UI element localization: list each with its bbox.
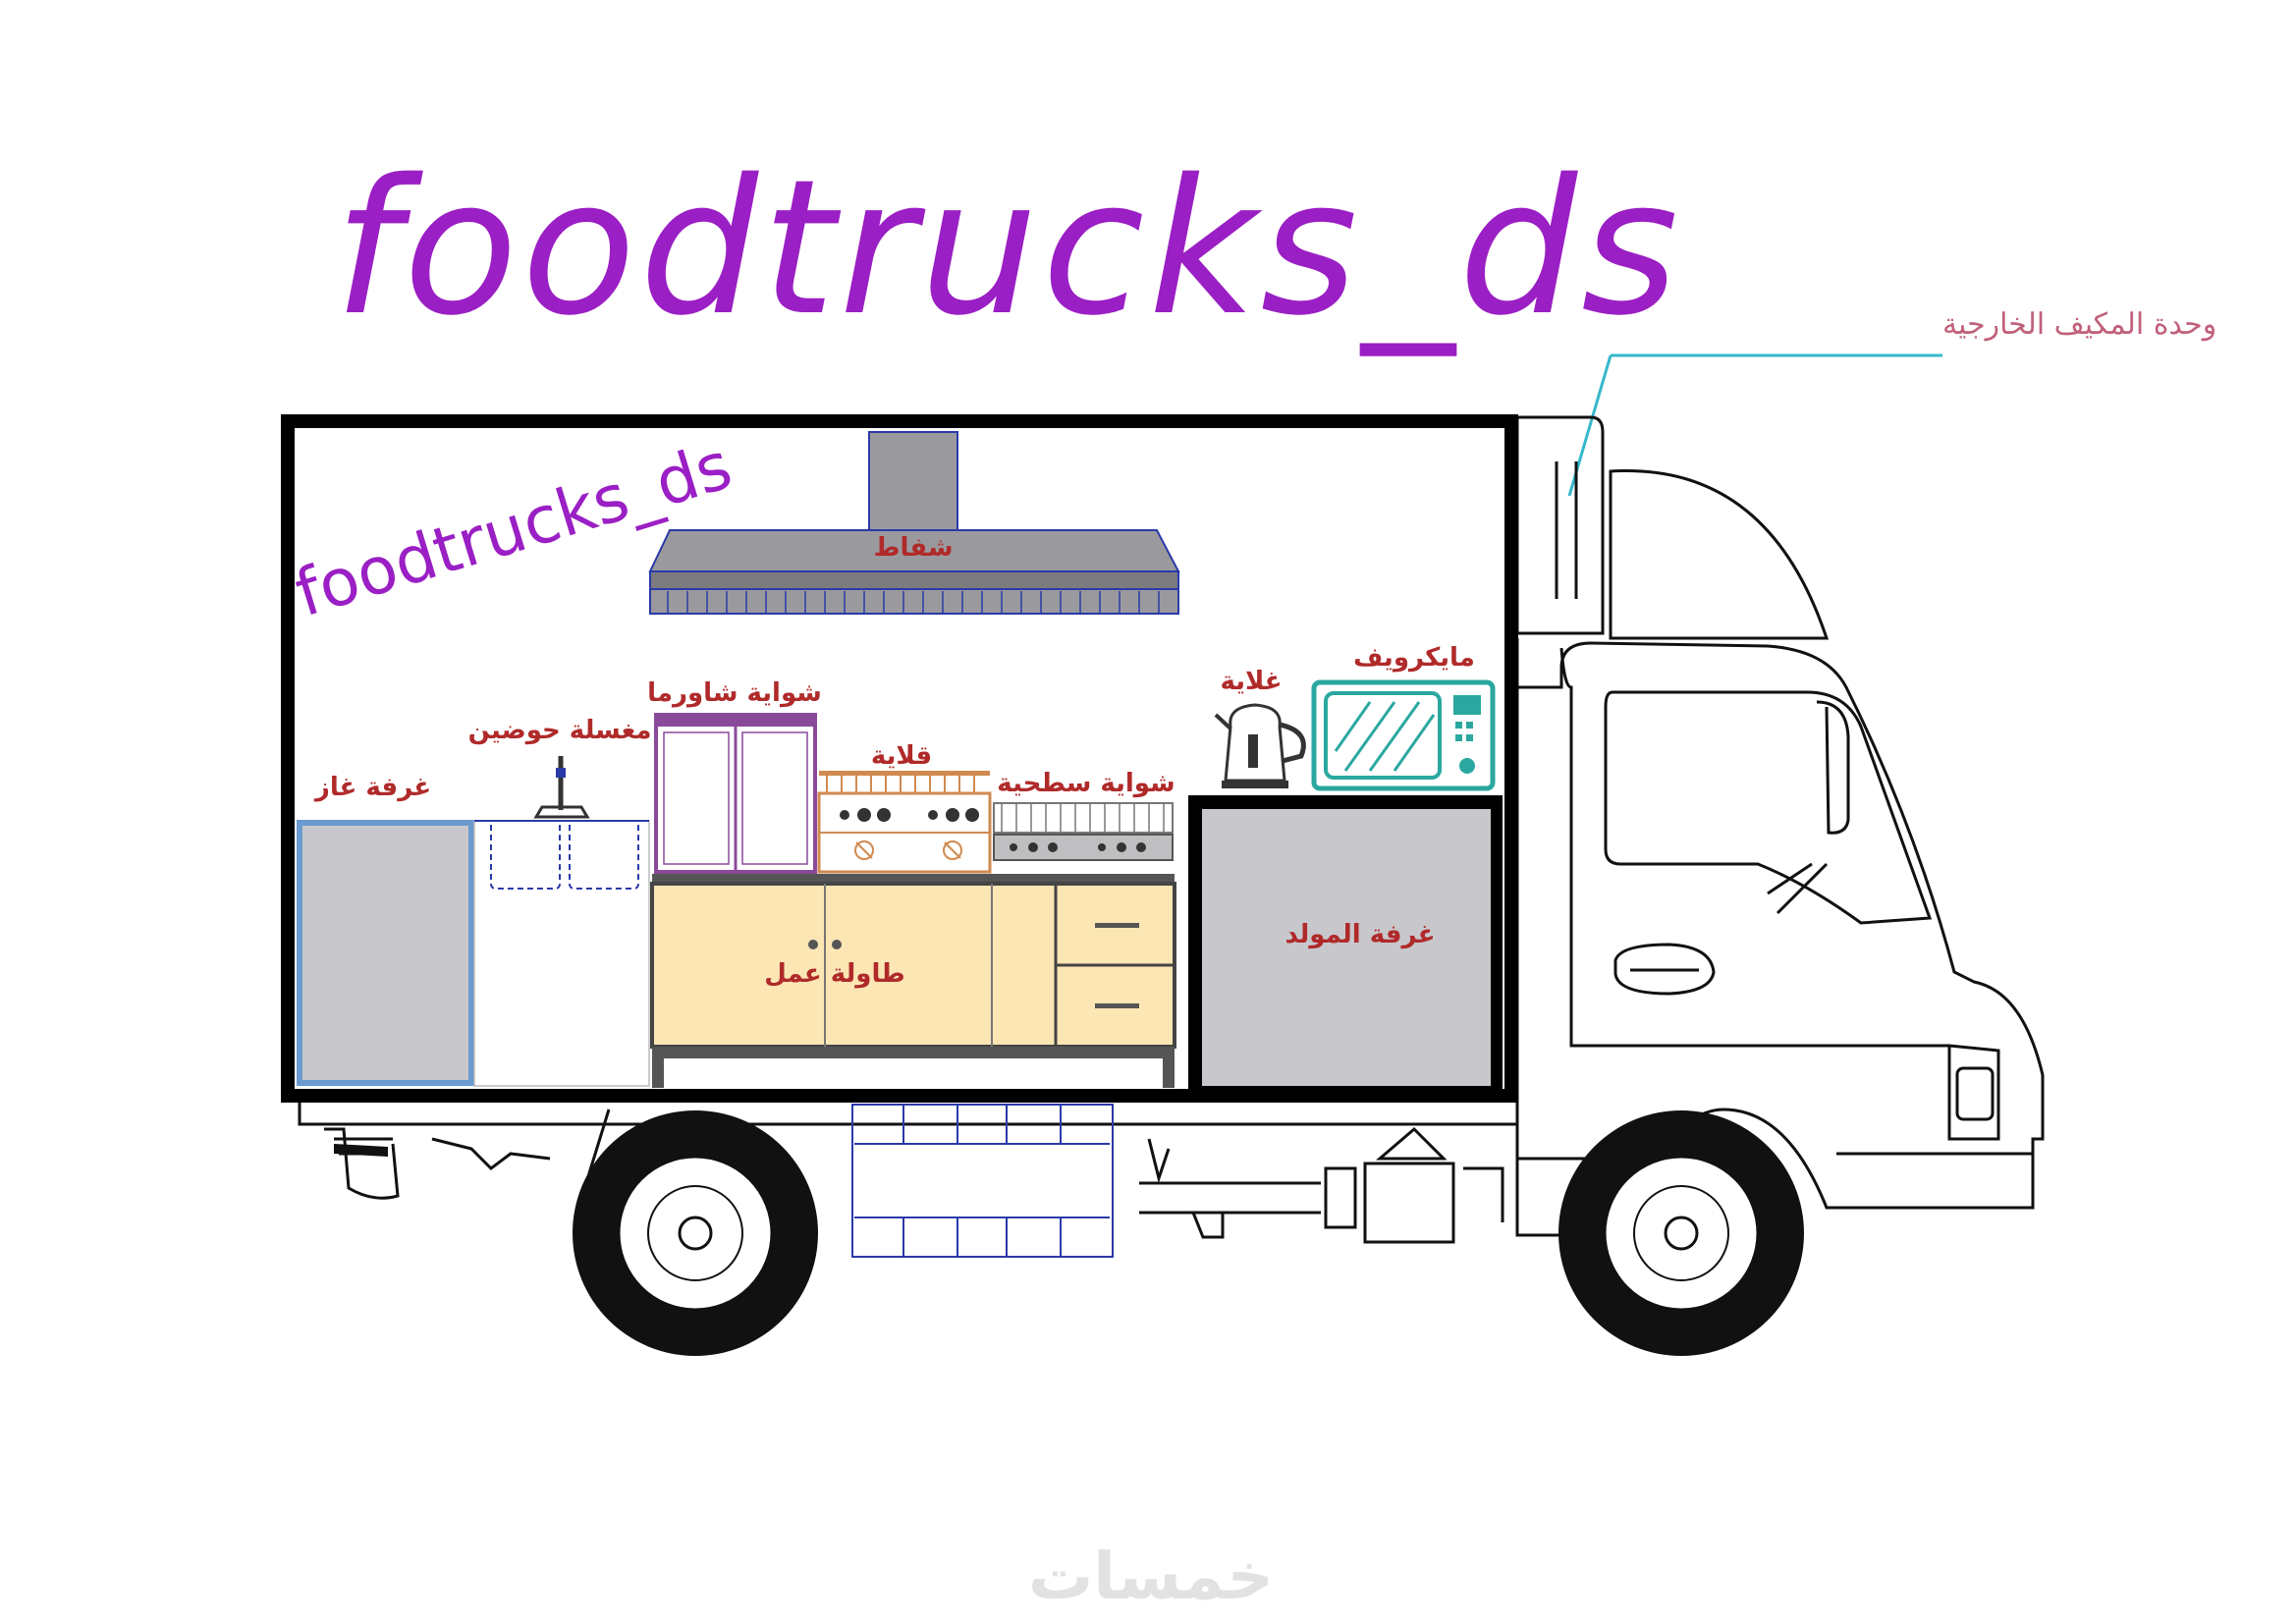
ac-unit-callout: وحدة المكيف الخارجية [1567, 307, 2216, 497]
truck-cab-icon [1515, 415, 2045, 1237]
double-sink: مغسلة حوضين [468, 716, 652, 1087]
fryer-label: قلاية [871, 741, 932, 771]
site-watermark: خمسات [1028, 1539, 1274, 1614]
microwave-label: مايكرويف [1353, 643, 1475, 673]
truck-box-outline [281, 414, 1518, 1103]
generator-room: غرفة المولد [1188, 795, 1503, 1092]
flat-grill-label: شواية سطحية [997, 769, 1175, 798]
water-tank [851, 1104, 1114, 1258]
shawarma-grill-label: شواية شاورما [647, 678, 822, 708]
shawarma-grill: شواية شاورما [647, 678, 822, 874]
gas-room: غرفة غاز [297, 773, 474, 1086]
microwave-icon: مايكرويف [1311, 643, 1496, 791]
kettle-icon: غلاية [1214, 667, 1306, 788]
kettle-label: غلاية [1220, 667, 1282, 696]
work-table: طاولة عمل [650, 874, 1176, 1088]
sink-label: مغسلة حوضين [468, 716, 652, 745]
gas-room-label: غرفة غاز [313, 773, 431, 802]
rear-wheel-icon [573, 1110, 818, 1356]
tail-light [334, 1144, 388, 1157]
exhaust-hood: شفاط [648, 431, 1180, 615]
faucet-icon [533, 756, 590, 819]
work-table-label: طاولة عمل [764, 959, 904, 989]
page-title: foodtrucks_ds [334, 139, 1682, 356]
fryer: قلاية [817, 741, 992, 874]
ac-unit-label: وحدة المكيف الخارجية [1942, 307, 2216, 342]
hood-label: شفاط [873, 533, 953, 563]
flat-grill: شواية سطحية [993, 769, 1175, 861]
generator-room-label: غرفة المولد [1285, 920, 1436, 949]
truck-chassis [298, 1096, 1517, 1244]
front-wheel-icon [1558, 1110, 1804, 1356]
